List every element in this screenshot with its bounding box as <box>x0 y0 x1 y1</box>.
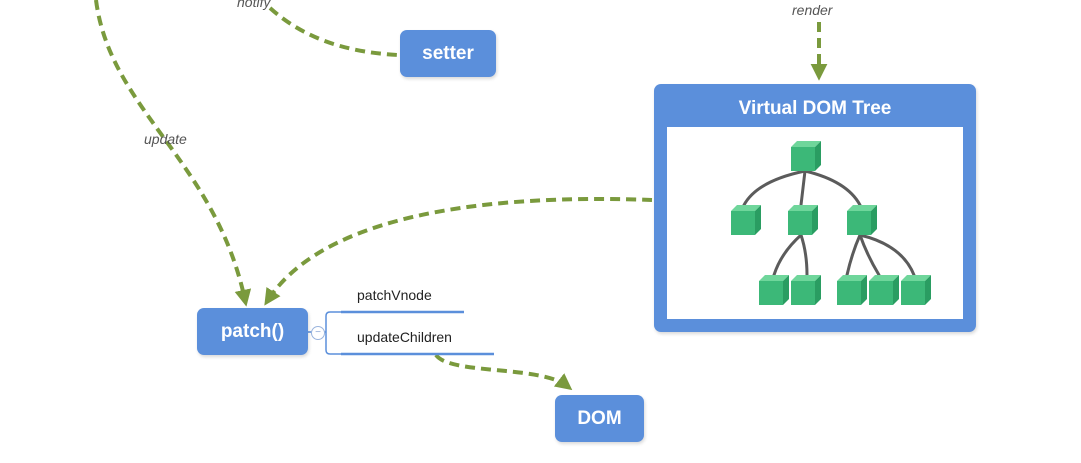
tree-leaf-cube-icon <box>759 275 789 305</box>
vdom-to-patch-arrow <box>264 196 653 306</box>
setter-node[interactable]: setter <box>400 30 496 77</box>
virtual-dom-tree-panel <box>667 127 963 319</box>
tree-leaf-cube-icon <box>791 275 821 305</box>
tree-illustration <box>731 141 931 305</box>
tree-child-cube-icon <box>731 205 761 235</box>
notify-connector <box>268 6 399 57</box>
updatechildren-label: updateChildren <box>357 329 452 345</box>
collapse-toggle-icon[interactable]: − <box>311 326 325 340</box>
tree-child-cube-icon <box>847 205 877 235</box>
update-label: update <box>144 131 187 147</box>
tree-branches <box>742 169 916 277</box>
patch-label: patch() <box>220 320 285 342</box>
tree-leaf-cube-icon <box>901 275 931 305</box>
tree-leaf-cube-icon <box>837 275 867 305</box>
patch-node[interactable]: patch() <box>197 308 308 355</box>
update-arrow <box>94 0 252 307</box>
tree-root-cube-icon <box>791 141 821 171</box>
virtual-dom-tree-title: Virtual DOM Tree <box>738 98 892 119</box>
virtual-dom-tree-node[interactable]: Virtual DOM Tree <box>654 84 976 332</box>
patchvnode-label: patchVnode <box>357 287 432 303</box>
dom-node[interactable]: DOM <box>555 395 644 442</box>
children-to-dom-arrow <box>434 353 573 391</box>
tree-leaf-cube-icon <box>869 275 899 305</box>
tree-nodes <box>731 141 931 305</box>
dom-label: DOM <box>577 407 622 429</box>
notify-label: notify <box>237 0 271 10</box>
tree-child-cube-icon <box>788 205 818 235</box>
render-label: render <box>792 2 833 18</box>
setter-label: setter <box>422 42 474 64</box>
